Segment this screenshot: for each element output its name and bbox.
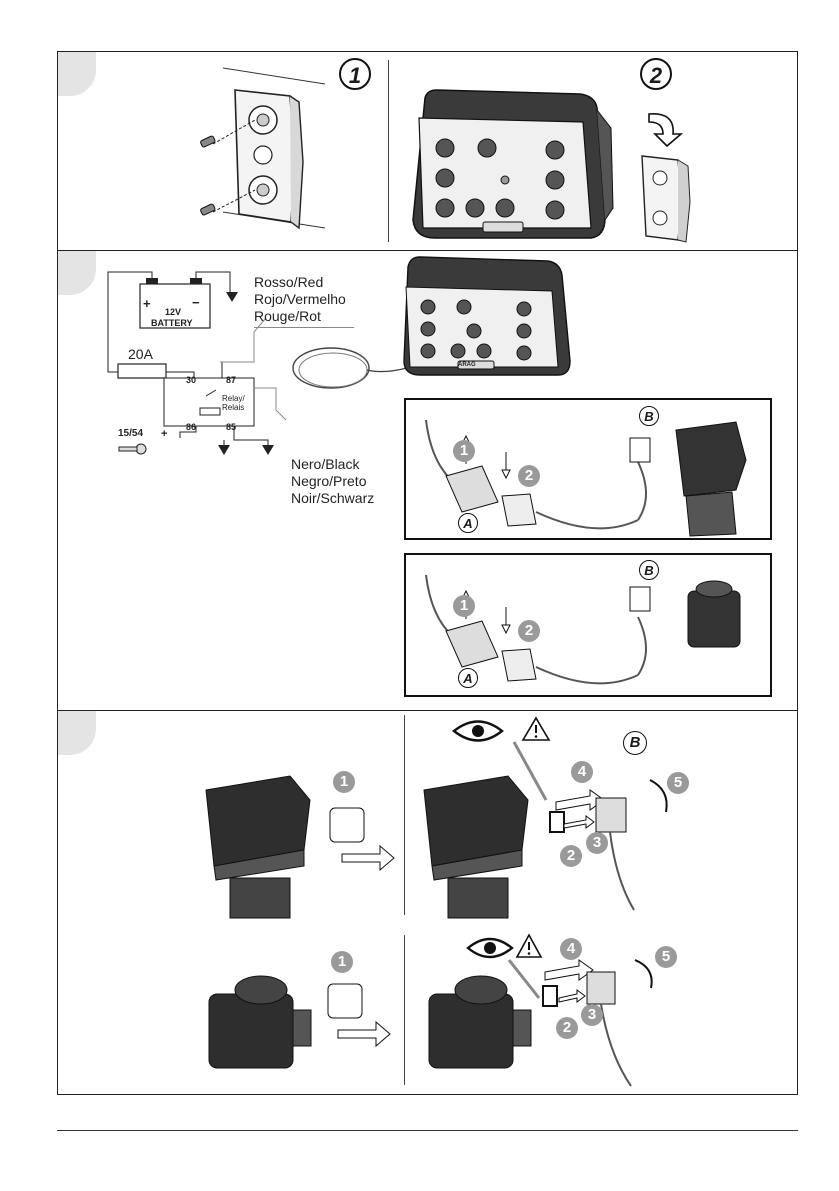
relay-label-1: Relay/ — [222, 394, 245, 403]
connector-step-1b: 1 — [453, 595, 475, 617]
curved-arrow-icon — [645, 108, 685, 148]
black-wire-label: Nero/Black Negro/Preto Noir/Schwarz — [291, 456, 374, 507]
red-wire-label-it: Rosso/Red — [254, 274, 346, 291]
fuse-label: 20A — [128, 346, 153, 362]
section-1-separator — [388, 60, 389, 242]
red-wire-label: Rosso/Red Rojo/Vermelho Rouge/Rot — [254, 274, 346, 325]
relay-label-2: Relais — [222, 403, 244, 412]
assembly-step-5b: 5 — [655, 946, 677, 968]
plug-a-badge-2: A — [458, 668, 478, 688]
section-tab-2 — [58, 251, 96, 295]
mounting-bracket-illustration — [195, 62, 345, 242]
red-wire-label-es: Rojo/Vermelho — [254, 291, 346, 308]
plug-b-badge-2: B — [639, 560, 659, 580]
relay-pin-30: 30 — [186, 375, 196, 385]
bracket-small-illustration — [638, 152, 698, 244]
relay-pin-85: 85 — [226, 422, 236, 432]
gasket-cube-icon — [328, 800, 398, 870]
assembly-step-3b: 3 — [581, 1004, 603, 1026]
assembly-step-3: 3 — [586, 832, 608, 854]
cable-coil-illustration — [283, 340, 413, 400]
section-tab-1 — [58, 52, 96, 96]
battery-voltage-label: 12V — [165, 307, 181, 317]
brand-label: ARAG — [458, 362, 476, 368]
section-divider-2 — [58, 710, 797, 711]
plug-a-badge: A — [458, 513, 478, 533]
gasket-cube-icon — [326, 978, 396, 1048]
battery-label: BATTERY — [151, 318, 193, 328]
black-wire-label-fr: Noir/Schwarz — [291, 490, 374, 507]
connector-step-2: 2 — [518, 465, 540, 487]
assembly-step-5: 5 — [667, 772, 689, 794]
plug-b-badge: B — [639, 406, 659, 426]
assembly-step-2: 2 — [560, 845, 582, 867]
connector-step-1: 1 — [453, 440, 475, 462]
ignition-plus-label: + — [161, 428, 167, 440]
ground-icon — [218, 444, 230, 462]
control-box-illustration — [405, 88, 615, 248]
connector-b-badge: B — [623, 731, 647, 755]
black-wire-label-it: Nero/Black — [291, 456, 374, 473]
ground-icon — [262, 444, 274, 462]
connector-assembly-illustration — [510, 740, 690, 915]
section-3-separator-bottom — [404, 935, 405, 1085]
section-tab-3 — [58, 711, 96, 755]
valve-actuator-illustration-1 — [200, 770, 320, 920]
key-icon — [119, 442, 149, 460]
ground-icon — [226, 291, 238, 309]
assembly-step-4b: 4 — [560, 938, 582, 960]
connector-step-2b: 2 — [518, 620, 540, 642]
black-wire-label-es: Negro/Preto — [291, 473, 374, 490]
battery-minus-label: − — [192, 295, 200, 310]
assembly-step-1b: 1 — [331, 951, 353, 973]
battery-plus-label: + — [143, 296, 151, 311]
red-wire-underline — [254, 327, 354, 328]
relay-pin-87: 87 — [226, 375, 236, 385]
assembly-step-4: 4 — [571, 761, 593, 783]
solenoid-illustration-1 — [205, 970, 315, 1090]
step-1-badge: 1 — [339, 58, 371, 90]
relay-pin-86: 86 — [186, 422, 196, 432]
section-3-separator-top — [404, 715, 405, 915]
assembly-step-1: 1 — [333, 771, 355, 793]
red-wire-label-fr: Rouge/Rot — [254, 308, 346, 325]
section-divider-1 — [58, 250, 797, 251]
assembly-step-2b: 2 — [556, 1017, 578, 1039]
step-2-badge: 2 — [640, 58, 672, 90]
eye-icon — [452, 718, 504, 749]
footer-rule — [57, 1130, 798, 1131]
ignition-label: 15/54 — [118, 428, 143, 439]
control-box-wired-illustration — [398, 253, 578, 383]
